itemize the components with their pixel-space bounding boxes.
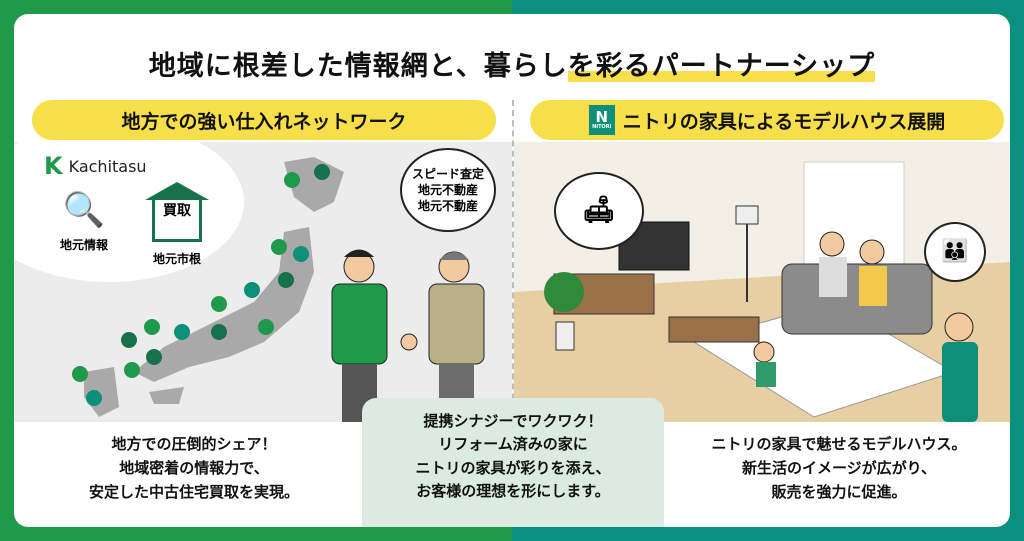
bubble-line: 地元不動産 <box>417 182 478 197</box>
local-market-label: 地元市根 <box>152 252 201 266</box>
family-icon: 👪 <box>941 239 969 265</box>
left-section-header: 地方での強い仕入れネットワーク <box>32 100 496 140</box>
house-text: 買取 <box>163 203 191 219</box>
desc-line: 地方での圧倒的シェア！ <box>111 435 277 453</box>
title-main: 地域に根差した情報網と、暮らし <box>148 51 568 82</box>
title-highlight: を彩るパートナーシップ <box>567 51 876 82</box>
synergy-line: ニトリの家具が彩りを添え、 <box>415 458 611 477</box>
right-description: ニトリの家具で魅せるモデルハウス。 新生活のイメージが広がり、 販売を強力に促進… <box>669 432 1009 504</box>
living-room <box>514 161 1010 422</box>
nitori-logo-letter: N <box>595 108 609 126</box>
desc-line: 安定した中古住宅買取を実現。 <box>88 483 299 501</box>
desc-line: 地域密着の情報力で、 <box>119 459 269 477</box>
desc-line: 新生活のイメージが広がり、 <box>741 459 937 477</box>
desc-line: 販売を強力に促進。 <box>771 483 907 501</box>
left-description: 地方での圧倒的シェア！ 地域密着の情報力で、 安定した中古住宅買取を実現。 <box>24 432 364 504</box>
bubble-line: スピード査定 <box>411 166 484 181</box>
brand-panel <box>14 122 244 282</box>
bubble-line: 地元不動産 <box>417 199 478 214</box>
japan-map <box>72 157 485 422</box>
synergy-line: 提携シナジーでワクワク！ <box>423 412 603 430</box>
infographic-card: 地域に根差した情報網と、暮らしを彩るパートナーシップ <box>14 14 1010 527</box>
family-thought-bubble: 👪 <box>924 222 986 282</box>
local-market-item: 買取 地元市根 <box>142 182 212 267</box>
map-pins <box>72 164 330 406</box>
section-divider <box>512 100 514 430</box>
local-info-item: 🔍 地元情報 <box>54 190 114 253</box>
left-header-text: 地方での強い仕入れネットワーク <box>121 110 407 133</box>
model-house-illustration: 🛋 👪 <box>514 142 1010 422</box>
speech-bubble: スピード査定 地元不動産 地元不動産 <box>400 148 496 232</box>
page-title: 地域に根差した情報網と、暮らしを彩るパートナーシップ <box>14 44 1010 83</box>
kachitasu-logo: K Kachitasu <box>44 152 147 180</box>
synergy-line: お客様の理想を形にします。 <box>416 481 610 500</box>
sofa-icon: 🛋 <box>582 195 616 226</box>
synergy-box: 提携シナジーでワクワク！ リフォーム済みの家に ニトリの家具が彩りを添え、 お客… <box>362 398 664 527</box>
magnifier-icon: 🔍 <box>62 190 106 230</box>
handshake-people <box>331 249 485 422</box>
desc-line: ニトリの家具で魅せるモデルハウス。 <box>711 435 967 453</box>
japan-map-illustration: K Kachitasu 🔍 地元情報 買取 地元市根 スピード査定 地元不動産 … <box>14 122 512 422</box>
nitori-logo-text: NITORI <box>592 124 612 130</box>
synergy-line: リフォーム済みの家に <box>438 435 588 454</box>
k-logo-icon: K <box>44 152 63 180</box>
local-info-label: 地元情報 <box>59 238 108 252</box>
right-header-text: ニトリの家具によるモデルハウス展開 <box>622 110 946 133</box>
house-icon: 買取 <box>145 182 209 242</box>
brand-name: Kachitasu <box>68 156 147 176</box>
sofa-thought-bubble: 🛋 <box>554 172 644 250</box>
